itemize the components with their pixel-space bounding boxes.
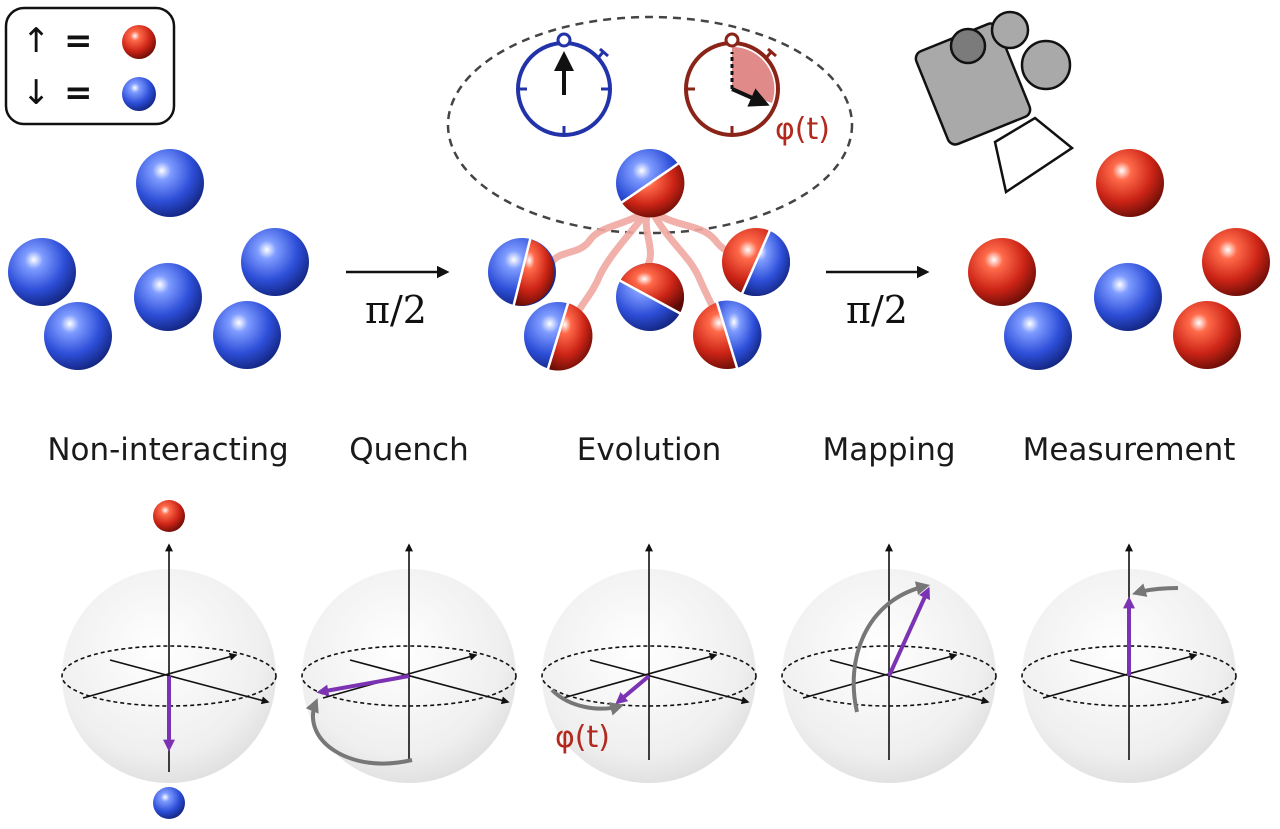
stage-label-measurement: Measurement	[1022, 432, 1236, 468]
superposition-spin-array	[488, 149, 791, 373]
stage-label-evolution: Evolution	[576, 432, 722, 468]
clock-phase-label: φ(t)	[775, 112, 830, 147]
legend-equals-up: =	[64, 21, 93, 61]
bloch-sphere-evolution	[541, 543, 757, 783]
stage-label-quench: Quench	[349, 432, 469, 468]
legend-spin-up-ball	[122, 25, 156, 59]
bloch-sphere-mapping	[781, 543, 997, 783]
sphere-phase-label: φ(t)	[555, 720, 610, 755]
phase-stopwatch-icon	[684, 32, 780, 137]
legend-up-arrow: ↑	[22, 21, 51, 61]
legend-box	[4, 6, 176, 126]
initial-spin-array	[8, 149, 309, 370]
pulse-label-1: π/2	[365, 288, 427, 332]
camera-icon	[914, 10, 1075, 195]
legend-equals-down: =	[64, 73, 93, 113]
pulse-label-2: π/2	[846, 288, 908, 332]
stage-label-mapping: Mapping	[822, 432, 956, 468]
bloch-sphere-icon	[61, 500, 1237, 819]
bloch-sphere-quench	[301, 543, 517, 783]
bloch-sphere-non-interacting	[61, 500, 277, 819]
bloch-sphere-measurement	[1021, 543, 1237, 783]
stage-label-non-interacting: Non-interacting	[47, 432, 289, 468]
measured-spin-array	[968, 149, 1270, 370]
stopwatch-icon	[516, 32, 612, 137]
legend-down-arrow: ↓	[22, 73, 51, 113]
clock-comparison-ellipse	[446, 15, 854, 235]
legend-spin-down-ball	[122, 77, 156, 111]
